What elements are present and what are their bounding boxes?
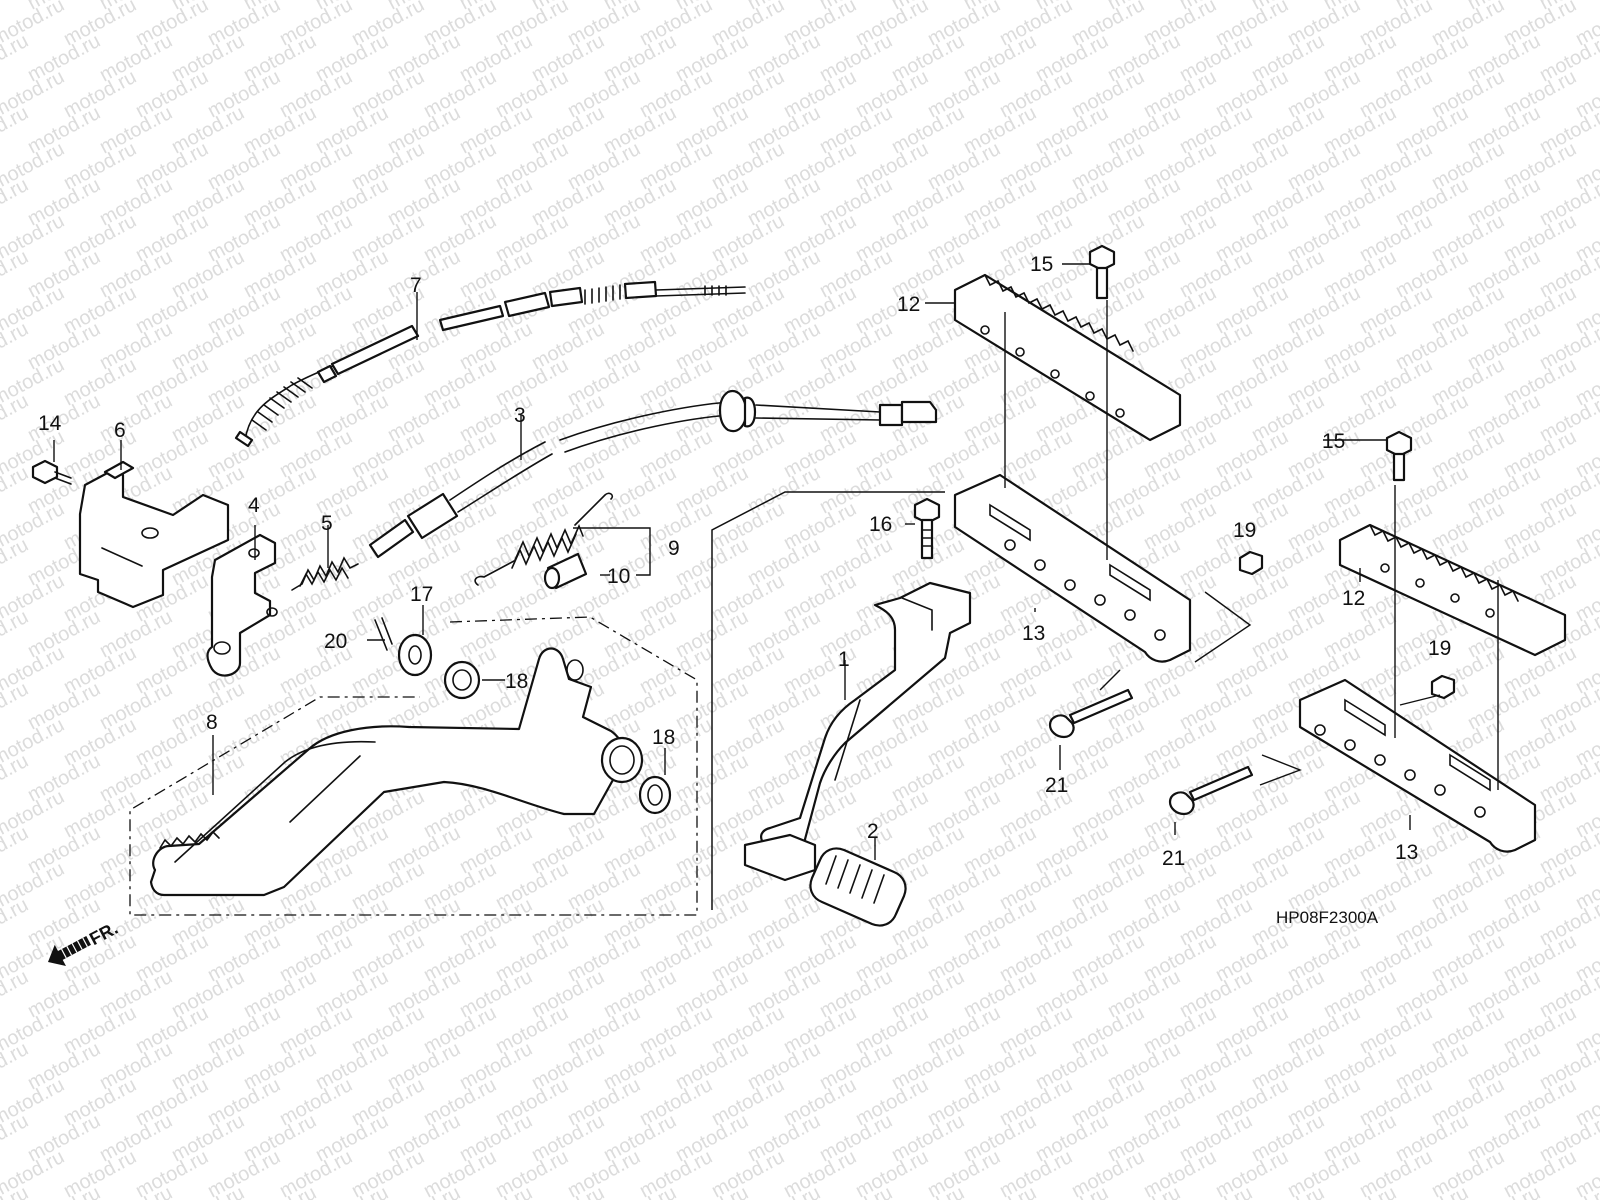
watermark-text: motod.ru bbox=[0, 462, 32, 518]
callout-3: 3 bbox=[514, 404, 526, 427]
watermark-text: motod.ru bbox=[0, 246, 32, 302]
watermark-text: motod.ru bbox=[0, 390, 32, 446]
nut-19-left bbox=[1238, 550, 1264, 576]
washer-17 bbox=[397, 633, 433, 677]
watermark-text: motod.ru bbox=[0, 1110, 32, 1166]
callout-10: 10 bbox=[607, 565, 630, 588]
diagram-code: HP08F2300A bbox=[1276, 908, 1379, 927]
callout-14: 14 bbox=[38, 412, 62, 435]
callout-6: 6 bbox=[114, 419, 126, 442]
watermark-text: motod.ru bbox=[0, 174, 32, 230]
callout-4: 4 bbox=[248, 494, 260, 517]
callout-21a: 21 bbox=[1045, 774, 1068, 797]
callout-2: 2 bbox=[867, 820, 879, 843]
watermark-text: motod.ru bbox=[0, 606, 32, 662]
callout-5: 5 bbox=[321, 512, 333, 535]
callout-19b: 19 bbox=[1428, 637, 1451, 660]
callout-19a: 19 bbox=[1233, 519, 1256, 542]
callout-12b: 12 bbox=[1342, 587, 1365, 610]
watermark-text: motod.ru bbox=[0, 534, 32, 590]
watermark-text: motod.ru bbox=[0, 1038, 32, 1094]
callout-13a: 13 bbox=[1022, 622, 1045, 645]
callout-13b: 13 bbox=[1395, 841, 1418, 864]
callout-21b: 21 bbox=[1162, 847, 1185, 870]
watermark-text: motod.ru bbox=[0, 750, 32, 806]
watermark-text: motod.ru bbox=[0, 894, 32, 950]
callout-20: 20 bbox=[324, 630, 347, 653]
callout-15a: 15 bbox=[1030, 253, 1053, 276]
seal-18-lower bbox=[638, 775, 672, 815]
callout-8: 8 bbox=[206, 711, 218, 734]
watermark-text: motod.ru bbox=[0, 822, 32, 878]
seal-18-upper bbox=[443, 660, 481, 700]
callout-7: 7 bbox=[410, 274, 422, 297]
callout-9: 9 bbox=[668, 537, 680, 560]
watermark-text: motod.ru bbox=[0, 318, 32, 374]
watermark-text: motod.ru bbox=[0, 102, 32, 158]
callout-12a: 12 bbox=[897, 293, 920, 316]
callout-16: 16 bbox=[869, 513, 892, 536]
callout-18b: 18 bbox=[652, 726, 675, 749]
watermark-text: motod.ru bbox=[0, 966, 32, 1022]
callout-17: 17 bbox=[410, 583, 433, 606]
watermark-text: motod.ru bbox=[0, 678, 32, 734]
callout-15b: 15 bbox=[1322, 430, 1345, 453]
callout-1: 1 bbox=[838, 648, 850, 671]
nut-19-right bbox=[1430, 674, 1456, 700]
callout-18a: 18 bbox=[505, 670, 528, 693]
watermark-text: motod.ru bbox=[0, 30, 32, 86]
